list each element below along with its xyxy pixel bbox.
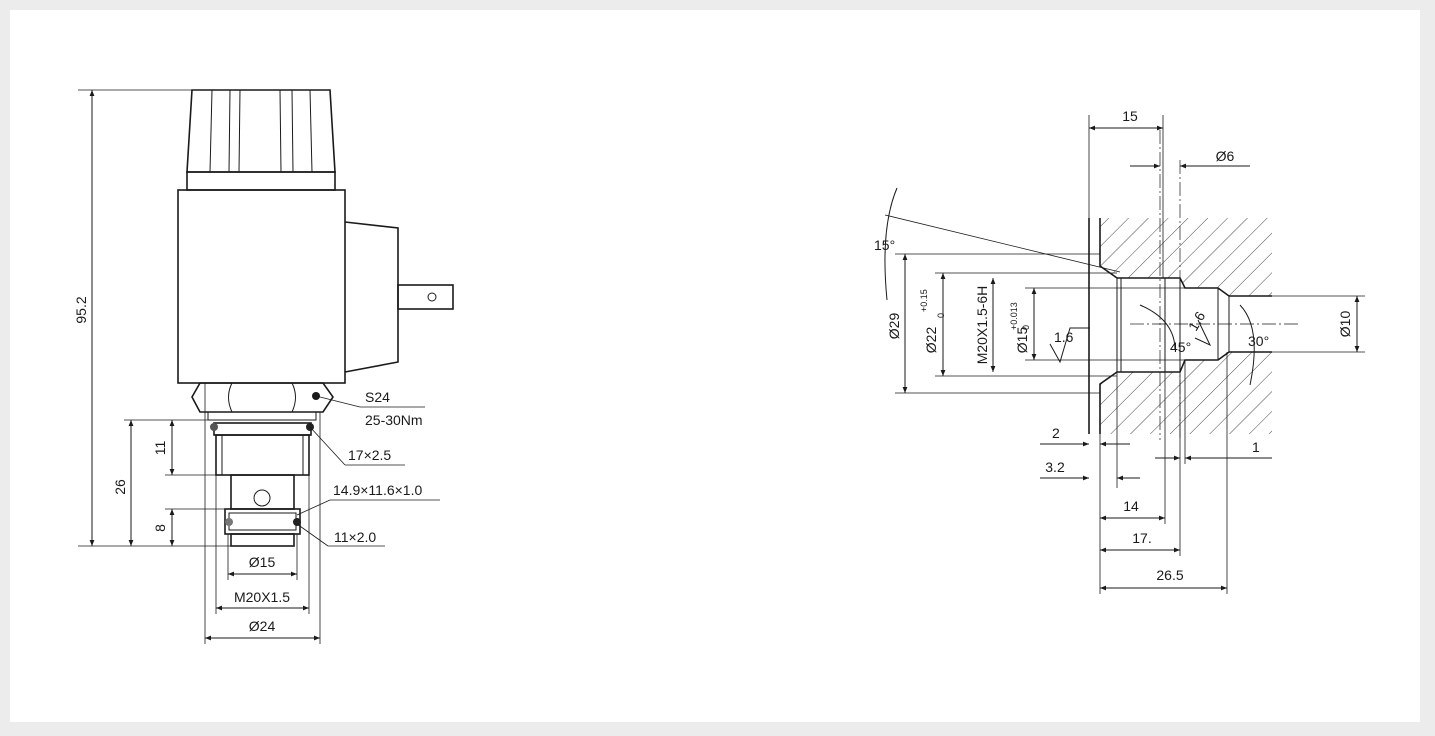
coil-connector — [344, 221, 454, 373]
cavity-body-upper-hatch — [1089, 218, 1272, 296]
dim-2-label: 2 — [1052, 425, 1060, 441]
backup-ring-label: 14.9×11.6×1.0 — [333, 482, 422, 498]
dim-dia6-label: Ø6 — [1216, 148, 1235, 164]
dim-dia15-label: Ø15 — [249, 554, 276, 570]
dim-cartridge-length: 26 — [112, 419, 214, 546]
dim-m20-label: M20X1.5 — [234, 589, 290, 605]
dim-17-label: 17. — [1132, 530, 1151, 546]
dim-dia10-label: Ø10 — [1337, 311, 1353, 338]
dim-thread-label: M20X1.5-6H — [974, 286, 990, 365]
dim-dia15-tol-lower: 0 — [1021, 325, 1031, 330]
dim-dia15-label: Ø15 — [1014, 327, 1030, 354]
dim-dia22-tol-lower: 0 — [936, 313, 946, 318]
roughness-1-label: 1.6 — [1054, 329, 1074, 345]
dim-11-label: 11 — [152, 441, 168, 456]
dim-3-2-label: 3.2 — [1045, 459, 1065, 475]
cartridge-body — [210, 422, 314, 547]
dim-1-label: 1 — [1252, 439, 1260, 455]
cavity-drawing: 15 Ø6 15° Ø29 Ø22 +0.15 0 M20X1.5-6H Ø15… — [874, 108, 1365, 594]
dim-total-height: 95.2 — [73, 89, 231, 547]
dim-95-2-label: 95.2 — [73, 296, 89, 323]
coil-body — [177, 189, 346, 384]
hex-nut — [191, 382, 334, 421]
roughness-symbol-2 — [1194, 319, 1212, 347]
dim-26-5-label: 26.5 — [1156, 567, 1183, 583]
oring-11-label: 11×2.0 — [334, 529, 376, 545]
dim-bottom-diameters: Ø15 M20X1.5 Ø24 — [204, 383, 321, 644]
solenoid-valve-drawing: 95.2 26 11 8 Ø15 M20X1.5 — [73, 89, 454, 644]
dim-lower-seat: 8 — [152, 508, 225, 546]
dim-14-label: 14 — [1123, 498, 1139, 514]
dim-dia22-label: Ø22 — [923, 327, 939, 354]
dim-dia15-tol-upper: +0.013 — [1009, 302, 1019, 330]
dim-dia22-tol-upper: +0.15 — [919, 289, 929, 312]
roughness-2-label: 1.6 — [1185, 308, 1209, 333]
angle-15-label: 15° — [874, 237, 895, 253]
valve-callouts: S24 25-30Nm 17×2.5 14.9×11.6×1.0 11×2.0 — [296, 389, 440, 547]
angle-30-label: 30° — [1248, 333, 1269, 349]
oring-17-label: 17×2.5 — [348, 447, 391, 463]
manual-knob — [186, 89, 336, 191]
angle-45-label: 45° — [1170, 339, 1191, 355]
dim-dia24-label: Ø24 — [249, 618, 276, 634]
dim-15-label: 15 — [1122, 108, 1138, 124]
roughness-symbol-1 — [1049, 327, 1090, 364]
dim-26-label: 26 — [112, 479, 128, 495]
dim-dia29-label: Ø29 — [886, 313, 902, 340]
hex-size-label: S24 — [365, 389, 390, 405]
dim-8-label: 8 — [152, 524, 168, 532]
dim-upper-seat: 11 — [152, 420, 231, 476]
torque-label: 25-30Nm — [365, 412, 423, 428]
